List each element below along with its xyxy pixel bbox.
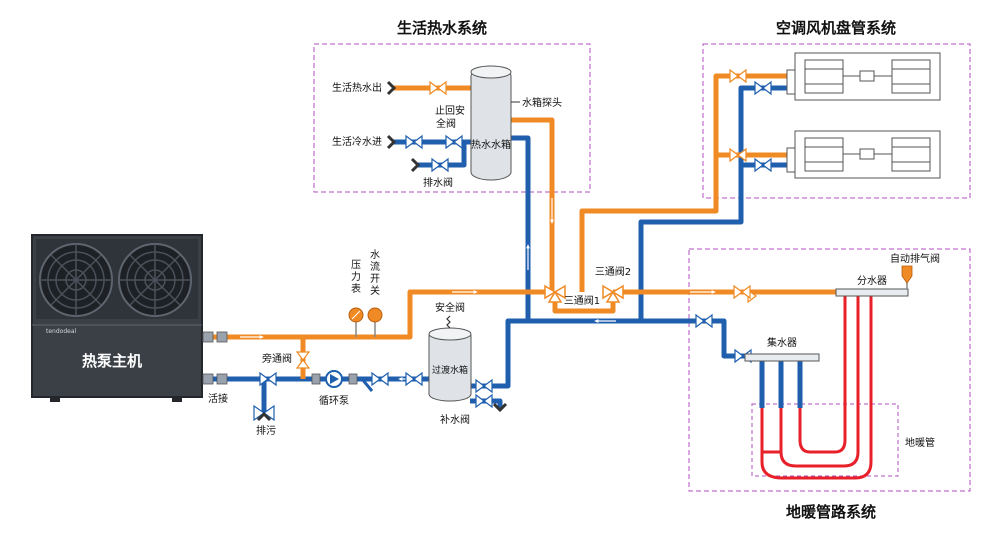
brand-logo: tendodeal — [46, 328, 77, 335]
three-way-valve-1-label: 三通阀1 — [564, 294, 600, 307]
distributor-label: 分水器 — [857, 275, 887, 287]
collector-label: 集水器 — [767, 336, 797, 349]
check-safety-valve-label-1: 止回安 — [435, 104, 465, 117]
hot-water-tank — [470, 65, 520, 181]
fan-coil-system-title: 空调风机盘管系统 — [776, 19, 896, 37]
bypass-valve-label: 旁通阀 — [262, 352, 292, 365]
distributor-valve — [733, 284, 751, 300]
fan-coil-unit-2 — [786, 130, 941, 179]
safety-valve-label: 安全阀 — [435, 301, 465, 314]
flow-switch — [367, 307, 383, 337]
flow-switch-label-4: 关 — [370, 284, 380, 297]
fc2-return-valve — [754, 157, 772, 173]
circulation-pump-label: 循环泵 — [319, 394, 349, 407]
flow-switch-label-3: 开 — [370, 274, 380, 285]
inline-valve-2 — [405, 371, 423, 387]
floor-heating-system-box — [688, 248, 971, 492]
three-way-valve-2-label: 三通阀2 — [595, 265, 631, 278]
pressure-gauge — [348, 307, 364, 337]
heat-pump-unit: tendodeal 热泵主机 — [31, 234, 203, 402]
union-fittings — [202, 331, 228, 385]
fc1-supply-valve — [729, 68, 747, 84]
makeup-valve-label: 补水阀 — [440, 413, 470, 426]
pressure-gauge-label-2: 力 — [351, 270, 361, 283]
hot-out-valve — [429, 80, 447, 96]
fan-left — [39, 243, 113, 317]
cold-in-valve-1 — [405, 134, 423, 150]
fan-coil-system-box — [702, 43, 971, 199]
y-filter — [360, 378, 374, 392]
makeup-valve-shape — [475, 393, 493, 409]
bypass-valve — [295, 351, 311, 369]
auto-air-vent — [901, 265, 913, 289]
drain-union-valve — [259, 371, 277, 387]
floor-heating-loops — [760, 296, 873, 480]
pressure-gauge-label-3: 表 — [351, 282, 361, 295]
three-way-valve-1 — [544, 284, 566, 303]
buffer-tank-label: 过渡水箱 — [432, 364, 468, 376]
fc2-supply-valve — [729, 147, 747, 163]
heat-pump-label: 热泵主机 — [82, 352, 142, 370]
valves — [253, 68, 772, 422]
auto-air-vent-label: 自动排气阀 — [890, 252, 940, 265]
return-valve — [695, 313, 713, 329]
floor-heating-pipe-label: 地暖管 — [905, 436, 935, 449]
floor-heating-system-title: 地暖管路系统 — [786, 503, 876, 521]
tank-probe-label: 水箱探头 — [522, 96, 562, 109]
buffer-tank — [428, 315, 472, 402]
fc1-return-valve — [754, 80, 772, 96]
cold-water-in-label: 生活冷水进 — [332, 135, 382, 148]
flow-arrows — [240, 198, 716, 381]
hot-water-system-box — [313, 43, 591, 193]
union-label: 活接 — [208, 392, 228, 405]
three-way-valve-2 — [602, 284, 624, 303]
inline-valve-1 — [371, 371, 389, 387]
drain-valve-shape — [431, 157, 449, 173]
hot-water-system-title: 生活热水系统 — [397, 19, 487, 37]
hot-water-tank-label: 热水水箱 — [471, 138, 511, 151]
hot-water-out-label: 生活热水出 — [332, 81, 382, 94]
check-safety-valve-shape — [445, 134, 463, 150]
fan-right — [118, 243, 192, 317]
pressure-gauge-label-1: 压 — [351, 259, 361, 271]
drain-valve-label: 排水阀 — [423, 176, 453, 189]
fan-coil-unit-1 — [786, 52, 941, 101]
circulation-pump — [311, 370, 358, 388]
collector-bar — [744, 353, 820, 362]
pipe-ends — [256, 80, 508, 422]
check-safety-valve-label-2: 全阀 — [436, 117, 456, 130]
buffer-outlet-valve — [475, 378, 493, 394]
flow-switch-label-1: 水 — [370, 249, 380, 261]
flow-switch-label-2: 流 — [370, 260, 380, 273]
distributor-bar — [835, 288, 909, 297]
floor-pipe-area-box — [751, 403, 899, 477]
sewage-label: 排污 — [256, 424, 276, 437]
